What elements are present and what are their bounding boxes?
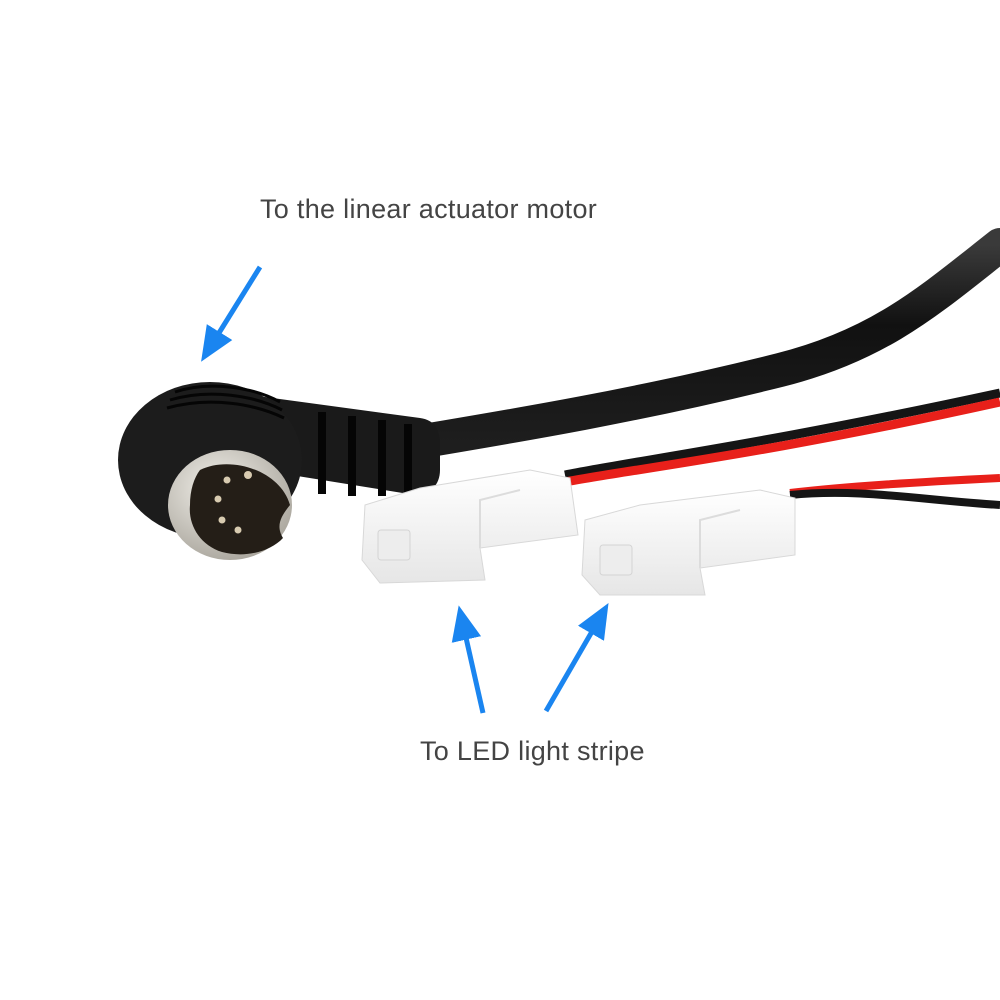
din-connector <box>118 382 302 560</box>
label-linear-actuator-motor: To the linear actuator motor <box>260 194 598 224</box>
white-connector-2 <box>581 489 796 596</box>
label-led-light-stripe: To LED light stripe <box>420 736 645 766</box>
main-black-cable <box>383 228 1000 462</box>
white-connector-1 <box>361 469 579 584</box>
twin-wire-lower <box>789 474 1000 509</box>
din-pins <box>214 471 252 534</box>
arrow-to-led-2-icon <box>543 603 609 713</box>
arrow-to-motor-icon <box>201 265 263 362</box>
arrow-to-led-1-icon <box>451 605 486 714</box>
twin-wire-upper <box>564 388 1000 487</box>
